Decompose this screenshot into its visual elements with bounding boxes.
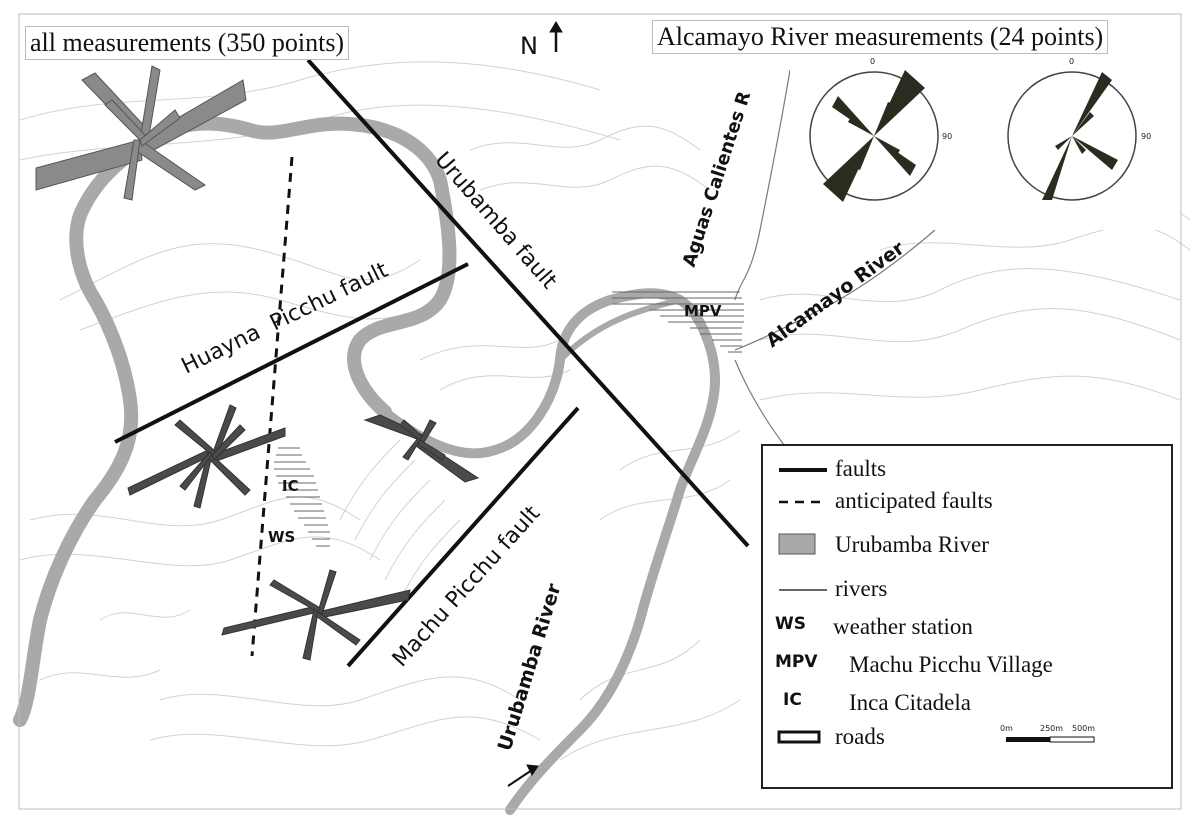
alcamayo-rose-left — [809, 70, 939, 202]
legend-rivers: rivers — [763, 572, 1171, 606]
legend-mpv: MPV Machu Picchu Village — [763, 648, 1171, 682]
legend-ic-abbr: IC — [783, 690, 802, 710]
alcamayo-measurements-title: Alcamayo River measurements (24 points) — [652, 20, 1109, 54]
scale-end: 500m — [1072, 724, 1096, 733]
aguas-calientes-label: Aguas Calientes R — [679, 89, 756, 270]
legend-urubamba-symbol — [778, 533, 816, 555]
rose-right-east-tick: 90 — [1141, 132, 1151, 141]
legend-roads-symbol — [777, 730, 821, 744]
mpv-hatch — [612, 291, 744, 353]
ic-label: IC — [282, 477, 299, 495]
rose-diagram-center — [363, 414, 480, 483]
legend-mpv-abbr: MPV — [775, 652, 818, 672]
legend-urubamba: Urubamba River — [763, 528, 1171, 562]
urubamba-fault-line — [306, 58, 750, 548]
alcamayo-rose-right — [1007, 71, 1137, 201]
legend-ic: IC Inca Citadela — [763, 686, 1171, 720]
scale-bar-graphic — [1006, 736, 1095, 743]
legend-rivers-label: rivers — [835, 576, 888, 601]
legend-ws-abbr: WS — [775, 614, 806, 634]
urubamba-river-label: Urubamba River — [494, 581, 566, 754]
rose-diagram-south — [221, 569, 411, 661]
ws-label: WS — [268, 528, 295, 546]
legend-faults: faults — [763, 452, 1171, 486]
river-flow-arrow-icon — [507, 764, 539, 787]
rose-right-north-tick: 0 — [1069, 57, 1074, 66]
legend-fault-symbol — [779, 468, 827, 472]
north-label: N — [520, 32, 538, 60]
legend-anticipated: anticipated faults — [763, 484, 1171, 518]
rose-diagram-west — [127, 404, 286, 509]
legend-faults-label: faults — [835, 456, 887, 481]
faults — [114, 58, 750, 668]
machu-picchu-fault-line — [346, 406, 580, 668]
scale-bar: 0m 250m 500m — [998, 724, 1108, 750]
legend-urubamba-label: Urubamba River — [835, 532, 989, 557]
legend-anticipated-label: anticipated faults — [835, 488, 993, 513]
legend-ws-label: weather station — [833, 614, 973, 639]
legend-roads-label: roads — [835, 724, 885, 749]
legend: faults anticipated faults Urubamba River… — [761, 444, 1173, 789]
rose-left-east-tick: 90 — [942, 132, 952, 141]
anticipated-fault-line — [250, 156, 294, 657]
huayna-picchu-fault-line — [114, 262, 469, 444]
legend-ws: WS weather station — [763, 610, 1171, 644]
rose-left-north-tick: 0 — [870, 57, 875, 66]
legend-anticipated-symbol — [779, 500, 827, 504]
legend-ic-label: Inca Citadela — [849, 690, 971, 715]
all-measurements-title: all measurements (350 points) — [25, 26, 350, 60]
mpv-label: MPV — [684, 302, 722, 320]
machu-picchu-fault-label: Machu Picchu fault — [388, 501, 546, 672]
north-arrow-icon — [549, 21, 563, 52]
rose-diagram-northwest — [35, 65, 247, 201]
map-border — [18, 13, 1182, 810]
ic-hatch — [274, 447, 330, 547]
scale-mid: 250m — [1040, 724, 1064, 733]
legend-roads: roads — [763, 720, 1171, 754]
legend-rivers-symbol — [779, 589, 827, 591]
urubamba-river — [13, 116, 720, 815]
legend-mpv-label: Machu Picchu Village — [849, 652, 1053, 677]
scale-zero: 0m — [1000, 724, 1013, 733]
